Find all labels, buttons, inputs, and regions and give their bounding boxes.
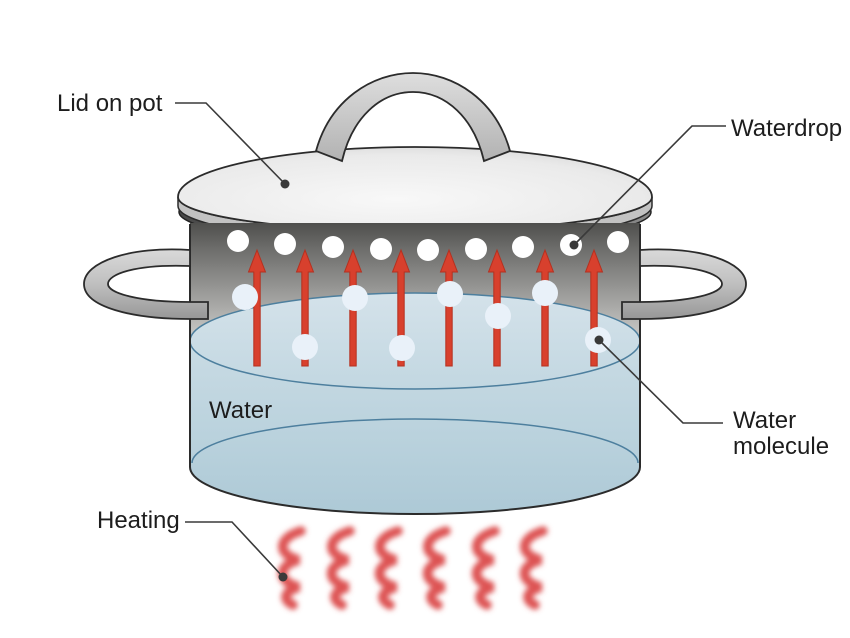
steam-arrow-icon — [439, 248, 459, 367]
lid-handle — [314, 72, 512, 163]
waterdrop — [322, 236, 344, 258]
water-molecule — [292, 334, 318, 360]
waterdrop — [465, 238, 487, 260]
heat-squiggle-icon — [326, 526, 355, 610]
pot-handle-left — [83, 248, 209, 320]
label-water-molecule-line1: Water — [733, 407, 796, 434]
water-molecules-layer — [232, 280, 611, 361]
waterdrop-pointer — [569, 125, 726, 250]
pot-handle-right — [621, 248, 747, 320]
steam-arrow-icon — [295, 248, 315, 367]
heating-pointer — [185, 521, 288, 582]
steam-arrow-icon — [584, 248, 604, 367]
water-molecule-pointer-dot — [594, 335, 604, 345]
waterdrop — [274, 233, 296, 255]
heat-squiggle-icon — [422, 526, 451, 610]
water-molecule — [389, 335, 415, 361]
waterdrop — [512, 236, 534, 258]
water-molecule — [342, 285, 368, 311]
pot-bottom-inner-edge — [191, 418, 639, 464]
heat-squiggles-layer — [277, 526, 548, 610]
water-body — [190, 341, 640, 514]
label-lid-on-pot: Lid on pot — [57, 90, 163, 117]
water-molecule — [437, 281, 463, 307]
pot-outline — [189, 224, 641, 515]
waterdrop — [227, 230, 249, 252]
heating-pointer-dot — [278, 572, 288, 582]
heat-squiggle-icon — [374, 526, 403, 610]
water-molecule — [232, 284, 258, 310]
waterdrop — [417, 239, 439, 261]
pot-lid — [177, 146, 653, 232]
label-waterdrop: Waterdrop — [731, 115, 842, 142]
steam-arrow-icon — [391, 248, 411, 367]
water-molecule-pointer — [594, 335, 723, 424]
waterdrops-layer — [227, 230, 629, 261]
water-molecule — [532, 280, 558, 306]
lid-pointer-dot — [280, 179, 290, 189]
label-heating: Heating — [97, 507, 180, 534]
heat-squiggle-icon — [471, 526, 500, 610]
waterdrop-pointer-dot — [569, 240, 579, 250]
heat-squiggle-icon — [519, 526, 548, 610]
label-water-molecule-line2: molecule — [733, 433, 829, 460]
label-water: Water — [209, 397, 272, 424]
waterdrop — [370, 238, 392, 260]
steam-arrow-icon — [535, 248, 555, 367]
water-molecule — [485, 303, 511, 329]
lid-pointer — [175, 102, 290, 189]
steam-arrow-icon — [247, 248, 267, 367]
waterdrop — [607, 231, 629, 253]
heat-squiggle-icon — [277, 526, 306, 610]
